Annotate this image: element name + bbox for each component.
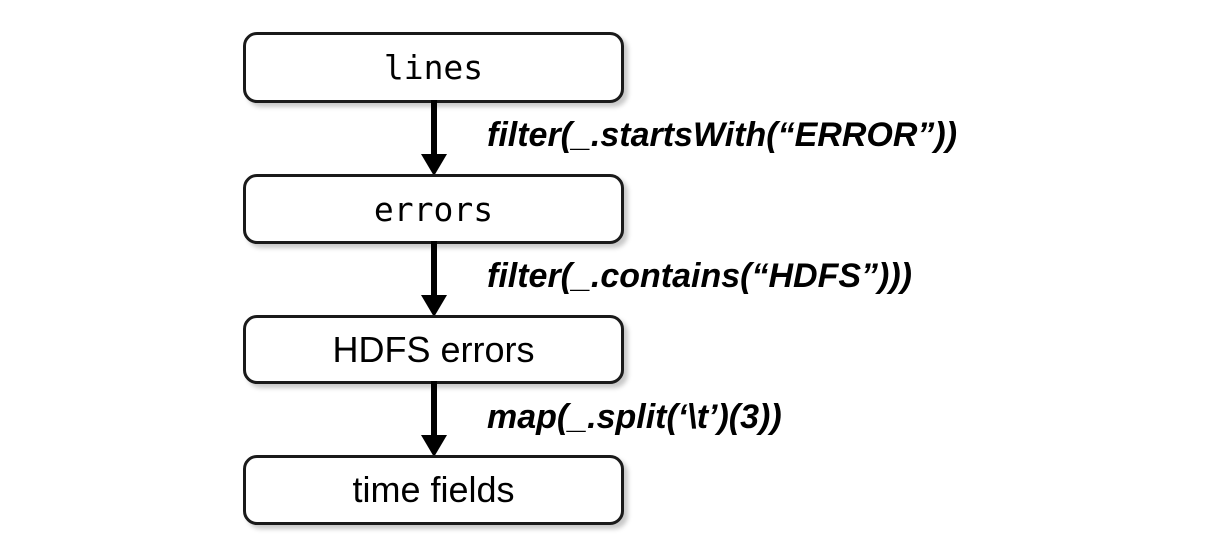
node-time-fields[interactable]: time fields [243,455,624,525]
arrow-shaft [431,241,437,297]
arrow-shaft [431,100,437,156]
node-lines-label: lines [383,48,484,87]
arrow-hdfs-errors-to-time-fields [421,381,447,457]
arrow-lines-to-errors [421,100,447,176]
node-hdfs-errors[interactable]: HDFS errors [243,315,624,384]
edge-label-filter-contains: filter(_.contains(“HDFS”))) [487,257,912,295]
node-hdfs-errors-label: HDFS errors [332,328,535,370]
arrow-errors-to-hdfs-errors [421,241,447,317]
arrow-shaft [431,381,437,437]
node-errors-label: errors [373,189,494,229]
arrow-head-icon [421,154,447,176]
node-lines[interactable]: lines [243,32,624,103]
node-errors[interactable]: errors [243,174,624,244]
edge-label-filter-startswith: filter(_.startsWith(“ERROR”)) [487,116,958,154]
arrow-head-icon [421,295,447,317]
arrow-head-icon [421,435,447,457]
node-time-fields-label: time fields [352,469,515,510]
edge-label-map-split: map(_.split(‘\t’)(3)) [487,398,782,436]
